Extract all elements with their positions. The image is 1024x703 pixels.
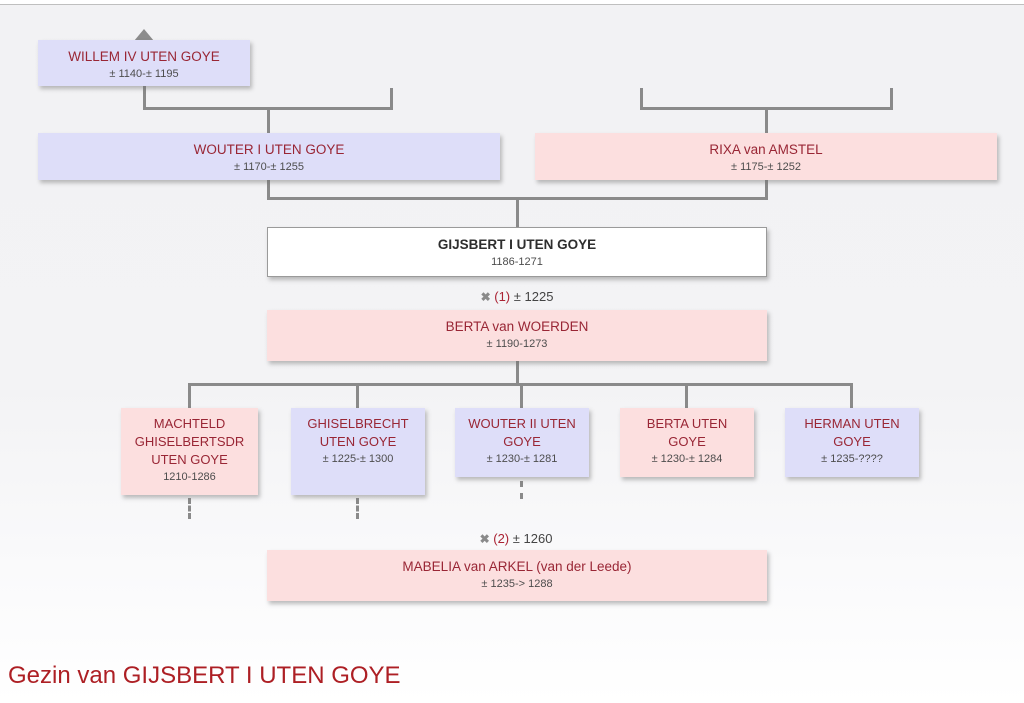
person-box-willem-iv-uten-goye[interactable]: WILLEM IV UTEN GOYE ± 1140-± 1195 xyxy=(38,40,250,86)
person-name: BERTA UTEN GOYE xyxy=(646,416,728,449)
person-name: WOUTER II UTEN GOYE xyxy=(468,416,576,449)
top-divider xyxy=(0,4,1024,5)
marriage-1-row: ✖ (1) ± 1225 xyxy=(407,289,627,305)
connector-to-wouter1 xyxy=(267,110,270,133)
person-box-wouter-ii-uten-goye[interactable]: WOUTER II UTEN GOYE ± 1230-± 1281 xyxy=(455,408,589,477)
person-name: GHISELBRECHT UTEN GOYE xyxy=(307,416,409,449)
connector-rixa-father-stub xyxy=(640,88,643,110)
connector-willem-couple-bar xyxy=(143,107,393,110)
person-name: RIXA van AMSTEL xyxy=(709,142,823,157)
person-dates: 1186-1271 xyxy=(491,256,543,268)
connector-rixa-mother-stub xyxy=(890,88,893,110)
person-name: WILLEM IV UTEN GOYE xyxy=(68,49,220,64)
marriage-number: (2) xyxy=(493,531,510,546)
person-dates: ± 1230-± 1284 xyxy=(651,453,723,465)
descendants-dashed-line-ghiselbrecht xyxy=(356,498,359,519)
marriage-2-row: ✖ (2) ± 1260 xyxy=(406,531,626,547)
marriage-icon: ✖ xyxy=(479,532,490,546)
person-box-wouter-i-uten-goye[interactable]: WOUTER I UTEN GOYE ± 1170-± 1255 xyxy=(38,133,500,180)
marriage-date: ± 1225 xyxy=(513,289,554,304)
connector-to-machteld xyxy=(188,386,191,408)
connector-willem-down xyxy=(143,86,146,110)
connector-parents-bar xyxy=(267,197,768,200)
person-dates: ± 1175-± 1252 xyxy=(731,161,801,173)
person-name: WOUTER I UTEN GOYE xyxy=(193,142,345,157)
connector-willem-spouse-stub xyxy=(390,88,393,110)
person-box-berta-van-woerden[interactable]: BERTA van WOERDEN ± 1190-1273 xyxy=(267,310,767,361)
person-box-berta-uten-goye[interactable]: BERTA UTEN GOYE ± 1230-± 1284 xyxy=(620,408,754,477)
marriage-icon: ✖ xyxy=(480,290,491,304)
person-dates: 1210-1286 xyxy=(163,471,216,483)
connector-to-gijsbert xyxy=(516,200,519,227)
connector-rixa-down xyxy=(765,180,768,200)
person-box-rixa-van-amstel[interactable]: RIXA van AMSTEL ± 1175-± 1252 xyxy=(535,133,997,180)
person-box-ghiselbrecht-uten-goye[interactable]: GHISELBRECHT UTEN GOYE ± 1225-± 1300 xyxy=(291,408,425,495)
person-name: MABELIA van ARKEL (van der Leede) xyxy=(402,559,632,574)
descendants-dashed-line-machteld xyxy=(188,498,191,519)
person-name: BERTA van WOERDEN xyxy=(445,319,589,334)
connector-to-herman xyxy=(850,386,853,408)
person-name: HERMAN UTEN GOYE xyxy=(804,416,900,449)
person-dates: ± 1170-± 1255 xyxy=(234,161,304,173)
connector-rixa-couple-bar xyxy=(640,107,893,110)
connector-to-rixa xyxy=(765,110,768,133)
person-dates: ± 1225-± 1300 xyxy=(322,453,394,465)
ancestors-arrow-icon[interactable] xyxy=(134,29,154,41)
person-name: GIJSBERT I UTEN GOYE xyxy=(437,237,597,252)
connector-to-wouter2 xyxy=(520,386,523,408)
person-dates: ± 1235-???? xyxy=(821,453,883,465)
marriage-number: (1) xyxy=(494,289,511,304)
marriage-date: ± 1260 xyxy=(512,531,553,546)
connector-berta-down xyxy=(516,361,519,386)
connector-wouter1-down xyxy=(267,180,270,200)
connector-children-bar xyxy=(188,383,853,386)
person-box-gijsbert-i-uten-goye[interactable]: GIJSBERT I UTEN GOYE 1186-1271 xyxy=(267,227,767,277)
person-dates: ± 1190-1273 xyxy=(486,338,548,350)
person-box-machteld-ghiselbertsdr[interactable]: MACHTELD GHISELBERTSDR UTEN GOYE 1210-12… xyxy=(121,408,258,495)
descendants-dashed-line-wouter2 xyxy=(520,481,523,499)
person-dates: ± 1230-± 1281 xyxy=(486,453,558,465)
person-dates: ± 1235-> 1288 xyxy=(481,578,553,590)
person-dates: ± 1140-± 1195 xyxy=(109,68,179,80)
person-box-mabelia-van-arkel[interactable]: MABELIA van ARKEL (van der Leede) ± 1235… xyxy=(267,550,767,601)
connector-to-berta-uten-goye xyxy=(685,386,688,408)
person-box-herman-uten-goye[interactable]: HERMAN UTEN GOYE ± 1235-???? xyxy=(785,408,919,477)
person-name: MACHTELD GHISELBERTSDR UTEN GOYE xyxy=(134,416,245,467)
page-title: Gezin van GIJSBERT I UTEN GOYE xyxy=(8,662,401,689)
connector-to-ghiselbrecht xyxy=(356,386,359,408)
